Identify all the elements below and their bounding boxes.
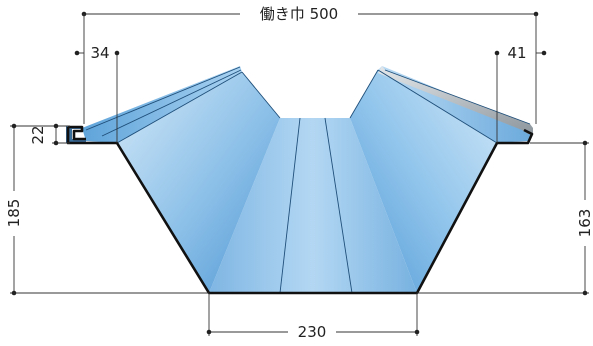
bottom-width-label: 230: [298, 323, 327, 341]
left-height-label: 185: [5, 199, 23, 228]
left-edge-label: 34: [90, 44, 109, 62]
effective-width-label: 働き巾 500: [260, 5, 338, 23]
panel-left-wall: [117, 72, 280, 293]
right-seam-cap: [378, 66, 533, 134]
right-edge-label: 41: [507, 44, 526, 62]
panel-outline: [66, 127, 534, 295]
panel-right-wall: [350, 70, 497, 293]
lip-height-label: 22: [29, 125, 47, 144]
fold-lines: [85, 66, 531, 294]
panel-left-flange: [82, 66, 242, 143]
dimension-labels: 働き巾 500 34 41 22 185 163 230: [5, 5, 593, 341]
panel-bottom-face: [209, 118, 417, 293]
dimension-lines: [10, 11, 589, 336]
panel-body: [66, 66, 533, 293]
right-height-label: 163: [576, 209, 593, 238]
left-hook-outline: [68, 125, 86, 141]
left-hook-lip: [66, 126, 86, 143]
